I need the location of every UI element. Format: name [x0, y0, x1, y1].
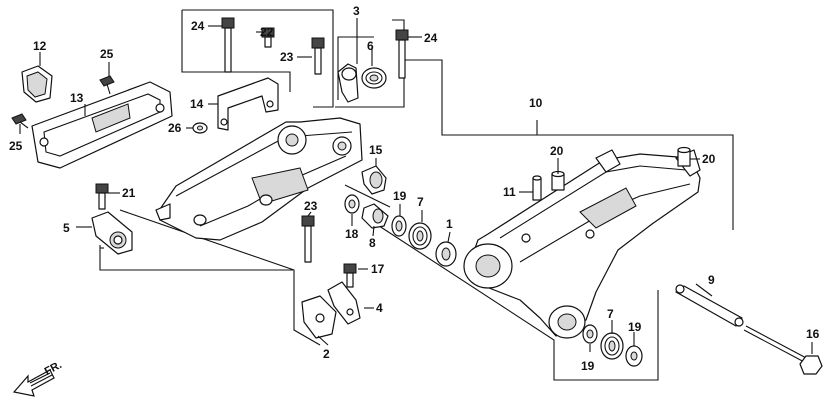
- part-6-grommet: [361, 67, 387, 89]
- part-3-clamp: [337, 63, 359, 103]
- part-2-stay: [301, 295, 337, 339]
- group-box-left-lower: [99, 209, 321, 346]
- part-18-collar: [344, 194, 360, 214]
- part-25-bolt-upper: [99, 75, 115, 95]
- callout-25-upper: 25: [100, 47, 114, 61]
- part-11-pin: [532, 175, 542, 201]
- swingarm-body: [463, 149, 701, 339]
- part-26-washer: [192, 122, 208, 134]
- part-17-bolt: [343, 263, 357, 288]
- callout-10: 10: [529, 96, 543, 110]
- callout-7-lower: 7: [607, 307, 614, 321]
- part-15-bushing: [361, 165, 387, 195]
- part-7-bearing-lower: [600, 332, 624, 360]
- callout-25-lower: 25: [9, 139, 23, 153]
- part-16-pivot-bolt: [743, 325, 823, 375]
- part-7-bearing-upper: [408, 222, 432, 250]
- part-24-bolt-right: [395, 29, 409, 79]
- callout-11: 11: [503, 185, 516, 199]
- part-21-bolt: [95, 183, 109, 210]
- callout-23-upper: 23: [280, 50, 294, 64]
- callout-24-left: 24: [191, 19, 205, 33]
- part-9-pivot-tube: [675, 284, 744, 327]
- part-13-cover-plate: [31, 81, 173, 169]
- callout-23-lower: 23: [304, 199, 318, 213]
- part-12-rubber-cap: [21, 65, 53, 103]
- callout-15: 15: [369, 143, 383, 157]
- group-box-bolts-top: [181, 9, 334, 108]
- part-20-dowel-left: [551, 170, 565, 191]
- callout-13: 13: [70, 91, 84, 105]
- part-5-clamp: [91, 211, 133, 255]
- part-23-bolt-upper: [311, 37, 325, 75]
- callout-7-upper: 7: [417, 195, 424, 209]
- callout-5: 5: [63, 221, 70, 235]
- part-1-bushing: [435, 241, 457, 267]
- callout-4: 4: [376, 301, 383, 315]
- part-14-bracket: [217, 77, 279, 131]
- callout-14: 14: [190, 97, 204, 111]
- main-housing: [155, 117, 363, 241]
- callout-24-right: 24: [424, 31, 438, 45]
- part-19-seal-upper: [391, 215, 407, 237]
- callout-1: 1: [446, 217, 453, 231]
- group-box-pivot: [344, 184, 659, 381]
- callout-18: 18: [345, 227, 359, 241]
- callout-17: 17: [371, 262, 385, 276]
- part-23-bolt-lower: [301, 215, 315, 263]
- callout-12: 12: [33, 39, 47, 53]
- callout-2: 2: [323, 347, 330, 361]
- callout-19-upper: 19: [393, 189, 407, 203]
- front-direction-indicator: FR.: [12, 359, 64, 397]
- callout-8: 8: [369, 236, 376, 250]
- callout-6: 6: [367, 39, 374, 53]
- part-20-dowel-right: [677, 146, 691, 167]
- front-direction-label: FR.: [43, 359, 64, 378]
- callout-19-lower-left: 19: [581, 359, 595, 373]
- callout-20-right: 20: [702, 152, 716, 166]
- callout-22: 22: [260, 25, 274, 39]
- callout-16: 16: [806, 327, 820, 341]
- part-19-seal-lower-right: [625, 345, 643, 367]
- leader-lines: [19, 18, 813, 354]
- part-25-bolt-lower: [11, 113, 29, 129]
- part-24-bolt-left: [221, 17, 235, 73]
- part-8-sleeve: [361, 203, 389, 229]
- part-19-seal-lower-left: [582, 324, 598, 344]
- part-4-clip: [327, 281, 361, 325]
- callout-20-left: 20: [550, 144, 564, 158]
- callout-3: 3: [353, 4, 360, 18]
- callout-26: 26: [168, 121, 182, 135]
- callout-19-lower-right: 19: [628, 320, 642, 334]
- part-22-bolt: [261, 27, 275, 48]
- callout-9: 9: [708, 273, 715, 287]
- callout-21: 21: [122, 186, 136, 200]
